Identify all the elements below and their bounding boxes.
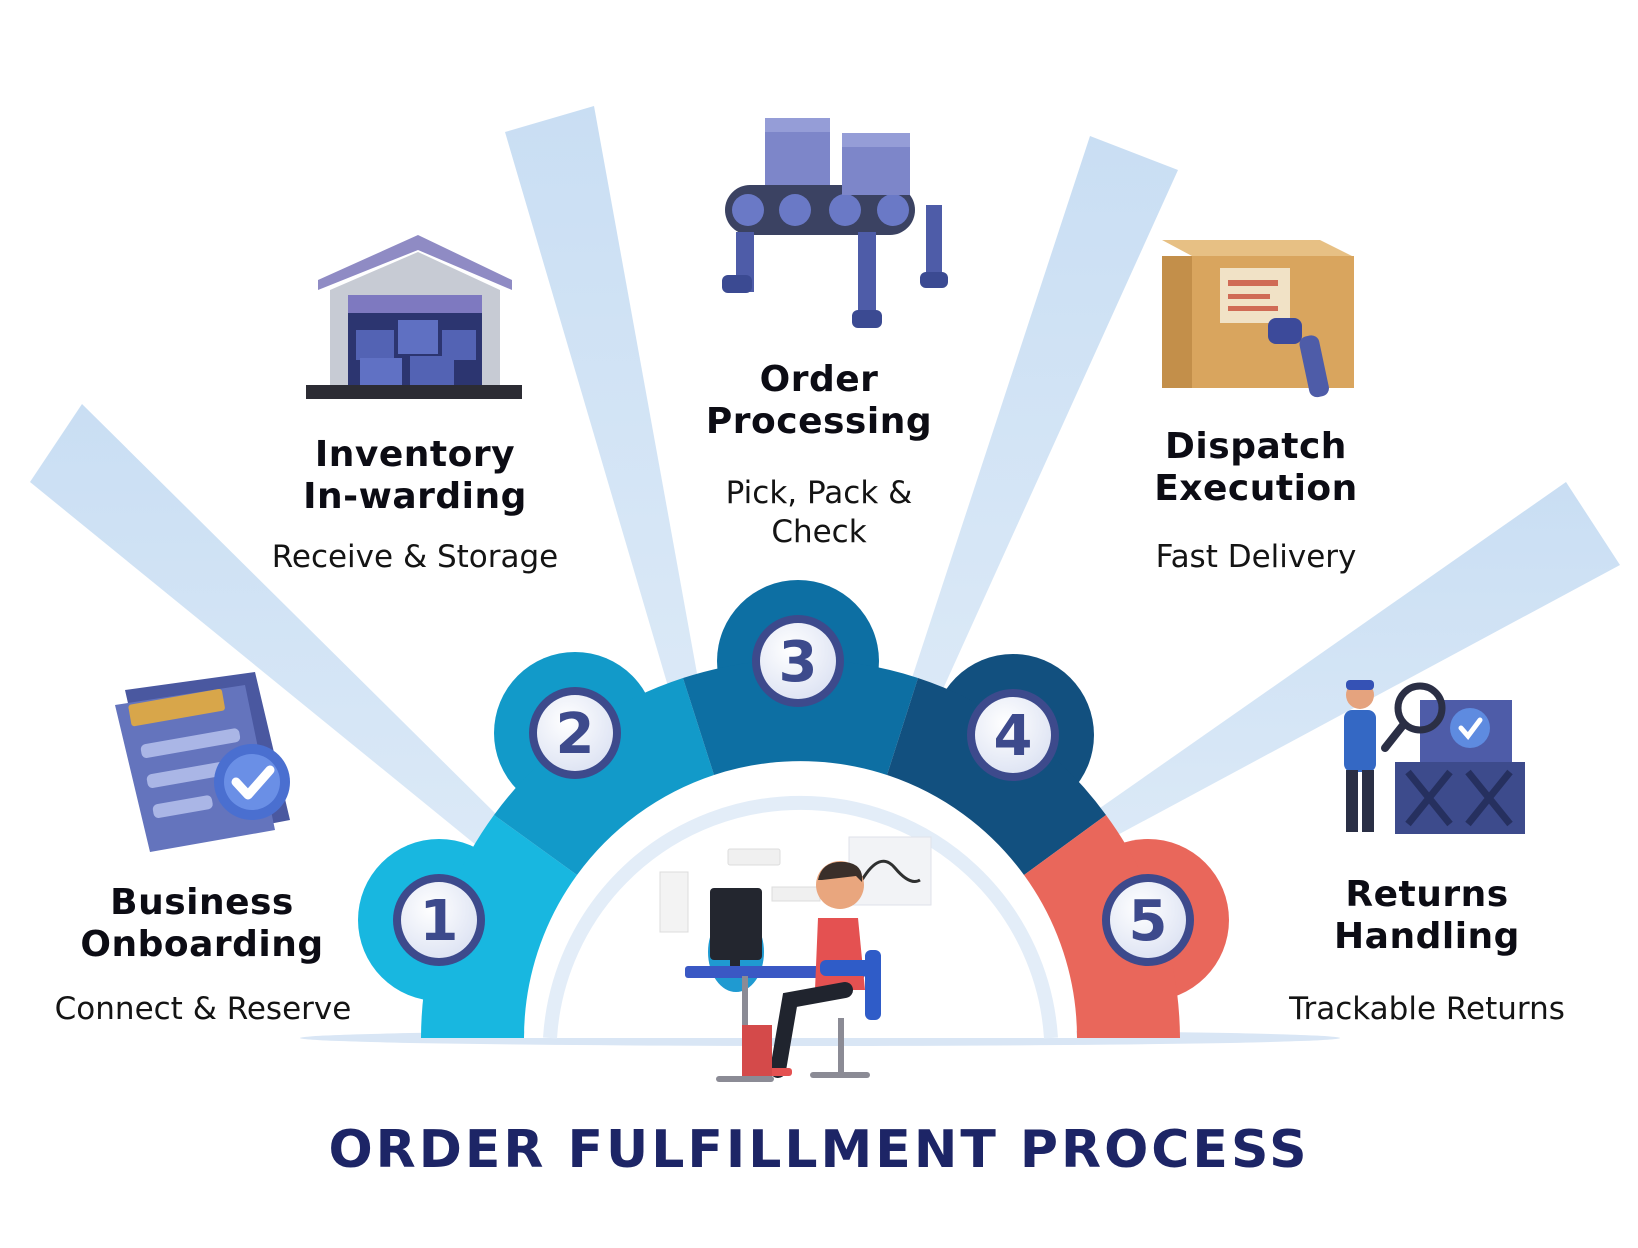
step-badge-3: 3 xyxy=(752,615,844,707)
approval-document-icon xyxy=(115,672,290,852)
step-badge-1: 1 xyxy=(393,874,485,966)
badge-number: 3 xyxy=(779,630,818,695)
step-5-desc: Trackable Returns xyxy=(1238,990,1616,1029)
package-scanner-icon xyxy=(1162,240,1354,398)
desc-line: Trackable Returns xyxy=(1289,991,1565,1027)
step-badge-5: 5 xyxy=(1102,874,1194,966)
returns-inspection-icon xyxy=(1344,680,1525,834)
arch-segment-5 xyxy=(1024,815,1180,1038)
arch-segment-1 xyxy=(421,815,577,1038)
badge-number: 4 xyxy=(994,704,1033,769)
desc-line: Receive & Storage xyxy=(271,539,559,575)
title-line: Inventory xyxy=(314,434,516,475)
desc-line: Fast Delivery xyxy=(1155,539,1357,575)
warehouse-icon xyxy=(306,235,522,399)
badge-number: 2 xyxy=(556,702,595,767)
badge-number: 1 xyxy=(420,889,459,954)
title-line: Returns xyxy=(1345,874,1509,915)
step-3-title: Order Processing xyxy=(660,359,978,443)
step-2-title: Inventory In-warding xyxy=(260,434,570,518)
title-line: Business xyxy=(110,882,294,923)
desc-line: Connect & Reserve xyxy=(54,991,352,1027)
light-rays xyxy=(30,106,1620,845)
title-line: Dispatch xyxy=(1165,426,1347,467)
desc-line: Pick, Pack & xyxy=(725,475,913,511)
desc-line: Check xyxy=(771,514,867,550)
step-1-desc: Connect & Reserve xyxy=(20,990,386,1029)
title-line: Processing xyxy=(705,401,933,442)
title-line: Onboarding xyxy=(80,924,324,965)
arch-segment-3 xyxy=(683,659,918,775)
step-badge-2: 2 xyxy=(529,687,621,779)
step-3-desc: Pick, Pack & Check xyxy=(680,474,958,552)
title-line: Handling xyxy=(1334,916,1520,957)
step-4-title: Dispatch Execution xyxy=(1100,426,1412,510)
ray-1 xyxy=(30,404,500,845)
badge-number: 5 xyxy=(1129,889,1168,954)
ray-4 xyxy=(1090,482,1620,838)
ray-3 xyxy=(908,136,1178,700)
arch-segment-2 xyxy=(494,678,714,875)
title-line: Order xyxy=(759,359,879,400)
step-1-title: Business Onboarding xyxy=(60,882,344,966)
designer-at-desk-icon xyxy=(659,836,932,1082)
conveyor-belt-icon xyxy=(722,118,948,328)
title-line: Execution xyxy=(1154,468,1358,509)
step-2-desc: Receive & Storage xyxy=(240,538,590,577)
step-4-desc: Fast Delivery xyxy=(1100,538,1412,577)
step-badge-4: 4 xyxy=(967,689,1059,781)
ray-2 xyxy=(505,106,700,700)
title-line: In-warding xyxy=(303,476,527,517)
step-5-title: Returns Handling xyxy=(1266,874,1588,958)
diagram-title: ORDER FULFILLMENT PROCESS xyxy=(328,1120,1310,1180)
